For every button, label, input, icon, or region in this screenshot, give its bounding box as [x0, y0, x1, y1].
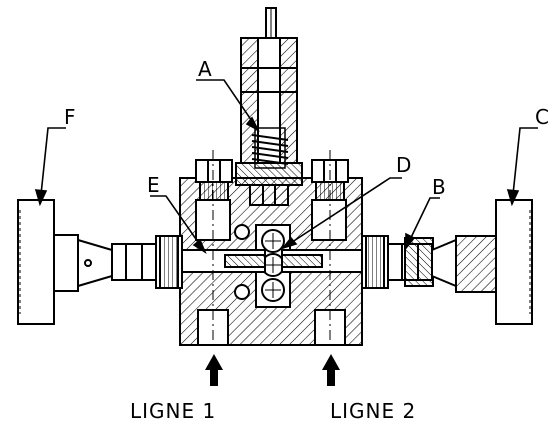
inlet-label-line-2: LIGNE 2 [330, 399, 416, 423]
leader-lines [34, 79, 538, 255]
left-flange-gauge [17, 199, 183, 325]
callout-f: F [64, 105, 76, 129]
centerlines [212, 150, 331, 345]
left-bonnet-nut [195, 159, 233, 201]
callout-a: A [198, 57, 212, 81]
check-balls [261, 229, 285, 302]
right-fitting-gauge [361, 199, 533, 325]
inlet-arrow-line-1 [205, 354, 223, 386]
callout-c: C [535, 105, 549, 129]
inlet-arrow-line-2 [322, 354, 340, 386]
callout-b: B [432, 175, 446, 199]
callout-d: D [396, 153, 411, 177]
inlet-label-line-1: LIGNE 1 [130, 399, 216, 423]
horizontal-stems [164, 249, 383, 273]
callout-e: E [147, 173, 160, 197]
top-valve [235, 7, 303, 206]
